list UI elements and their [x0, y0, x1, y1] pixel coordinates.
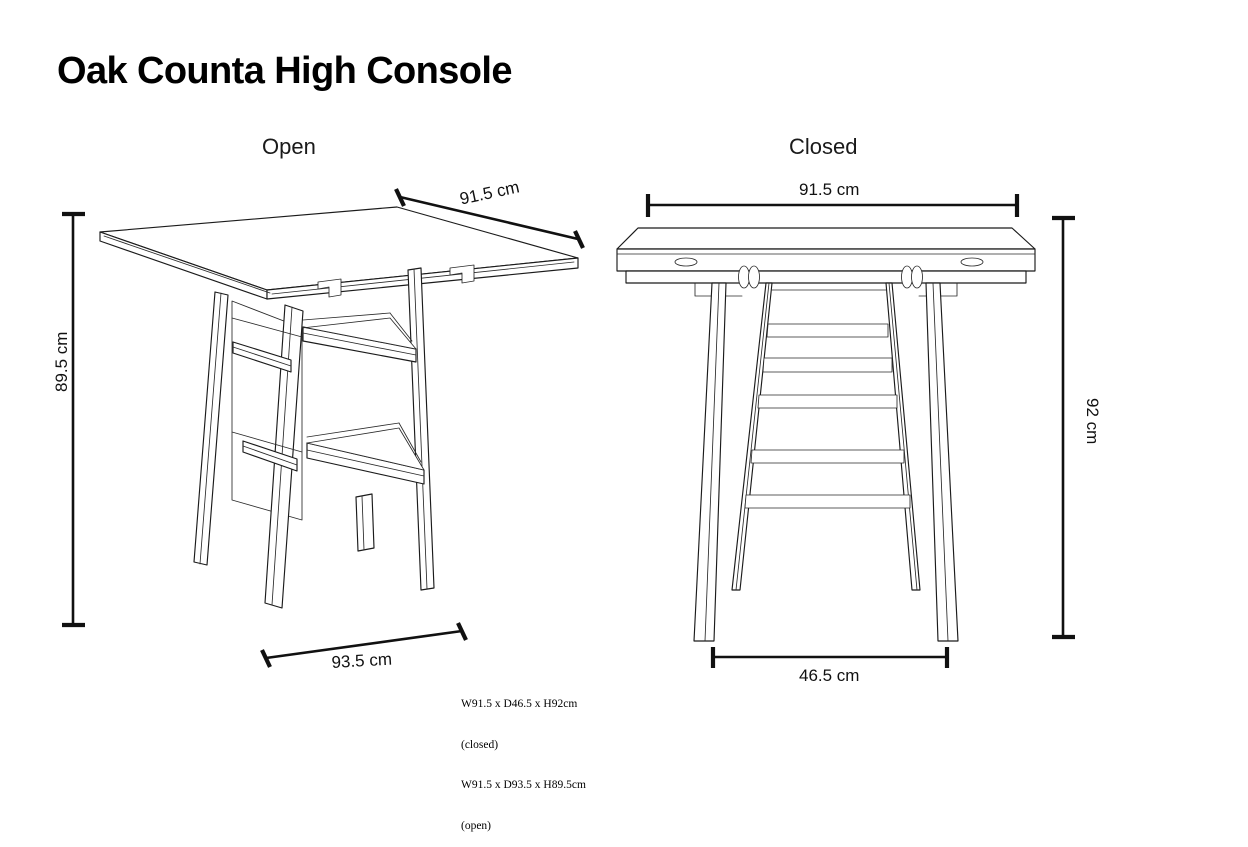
closed-hinge-right-b: [911, 265, 923, 289]
spec-line-closed-dims: W91.5 x D46.5 x H92cm: [461, 698, 578, 710]
open-bracket-left: [317, 278, 342, 298]
dim-label-open-width: 91.5 cm: [458, 177, 522, 209]
closed-leg-rear-right-crease: [888, 282, 918, 591]
page-title: Oak Counta High Console: [57, 50, 513, 92]
dim-closed-depth: [710, 647, 950, 668]
open-shelf-lower-front-edge: [306, 449, 425, 477]
open-shelf-upper-left-edge: [232, 346, 292, 367]
open-leg-rear-left: [193, 291, 229, 566]
dim-open-height: [62, 211, 85, 628]
closed-rail-3: [757, 394, 898, 409]
open-inner-rail-lower: [231, 431, 303, 453]
open-shelf-upper-rear-right: [389, 312, 413, 342]
closed-catch-left: [674, 257, 698, 267]
open-shelf-upper-rear-line: [302, 312, 391, 321]
open-tabletop-left-edge: [99, 231, 268, 300]
closed-rail-5: [744, 494, 911, 509]
open-leg-rear-right-crease: [413, 268, 428, 590]
open-leg-front-left: [264, 304, 304, 609]
view-caption-closed: Closed: [789, 134, 858, 159]
open-tabletop-front-edge: [266, 257, 579, 300]
open-view-table: [99, 206, 579, 609]
spec-line-open-state: (open): [461, 819, 492, 832]
open-inner-rail-upper: [231, 317, 303, 338]
view-caption-open: Open: [262, 134, 316, 159]
dim-label-closed-height: 92 cm: [1083, 398, 1102, 445]
open-shelf-upper-front-edge: [302, 332, 417, 356]
open-shelf-lower-rear-line: [306, 422, 400, 438]
closed-leg-rear-left: [731, 282, 773, 591]
dim-label-closed-width: 91.5 cm: [799, 180, 860, 199]
closed-hinge-left-b: [748, 265, 760, 289]
closed-view-table: [616, 227, 1036, 642]
closed-hinge-right-a: [901, 265, 913, 289]
closed-leg-front-right: [925, 282, 959, 642]
open-shelf-lower-left: [242, 440, 298, 472]
open-tabletop-chamfer-front: [271, 261, 575, 295]
open-shelf-lower-rear-right: [398, 422, 422, 463]
closed-catch-right: [960, 257, 984, 267]
dim-closed-height: [1052, 215, 1075, 640]
closed-leg-front-left-crease: [704, 282, 720, 642]
open-tabletop-chamfer-left: [103, 235, 271, 294]
closed-leg-front-right-crease: [932, 282, 949, 642]
open-leg-rear-right: [407, 267, 435, 591]
closed-tabletop-edge: [616, 248, 1036, 272]
closed-hinge-left-a: [738, 265, 750, 289]
closed-leg-rear-left-crease: [735, 282, 770, 591]
open-leg-center-stub-crease: [361, 495, 365, 551]
closed-apron-return-left: [694, 282, 743, 297]
open-leg-rear-left-crease: [199, 292, 222, 565]
specification-text: W91.5 x D46.5 x H92cm (closed) W91.5 x D…: [461, 671, 586, 847]
dim-label-closed-depth: 46.5 cm: [799, 666, 860, 685]
closed-rail-1: [766, 323, 889, 338]
closed-leg-front-left: [693, 282, 727, 642]
closed-leg-rear-right: [885, 282, 921, 591]
open-rear-frame-panel: [231, 300, 303, 521]
open-shelf-lower-top: [306, 427, 425, 471]
open-tabletop-top-face: [99, 206, 579, 291]
spec-line-closed-state: (closed): [461, 738, 499, 751]
open-shelf-upper-top: [301, 317, 417, 350]
open-shelf-upper-front: [302, 326, 417, 363]
open-shelf-lower-front: [306, 442, 425, 485]
open-leg-center-stub: [355, 493, 375, 552]
open-bracket-right: [449, 264, 475, 284]
closed-rail-2: [762, 357, 893, 373]
open-shelf-lower-left-edge: [242, 445, 298, 466]
spec-line-open-dims: W91.5 x D93.5 x H89.5cm: [461, 779, 586, 791]
open-shelf-upper-left: [232, 341, 292, 373]
open-leg-front-left-crease: [271, 306, 293, 606]
dim-label-open-height: 89.5 cm: [52, 331, 71, 392]
dim-label-open-depth: 93.5 cm: [331, 649, 393, 672]
closed-apron: [625, 270, 1027, 284]
closed-tabletop-top: [616, 227, 1036, 250]
closed-rail-4: [750, 449, 905, 464]
closed-apron-return-right: [918, 282, 958, 297]
